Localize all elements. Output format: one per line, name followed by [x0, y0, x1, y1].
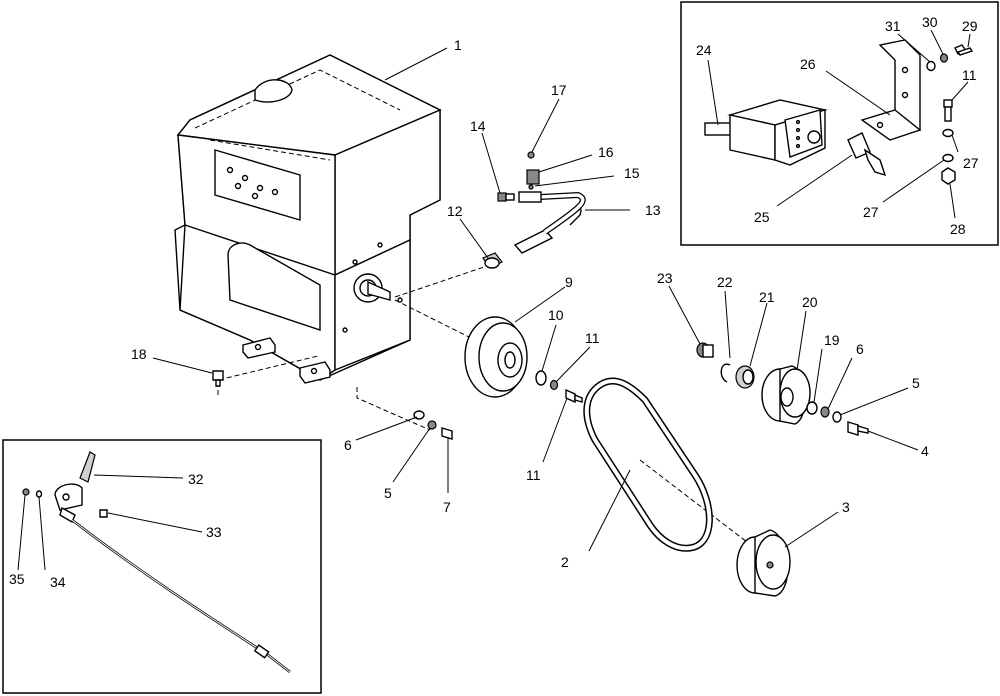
label-15: 15 — [624, 165, 640, 181]
lockwasher-5-left — [427, 420, 437, 430]
label-17: 17 — [551, 82, 567, 98]
bolt-18 — [212, 370, 224, 387]
label-6b: 6 — [856, 341, 864, 357]
label-28: 28 — [950, 221, 966, 237]
bolt-4 — [847, 421, 869, 436]
label-13: 13 — [645, 202, 661, 218]
label-6a: 6 — [344, 437, 352, 453]
inset-box-ignition — [680, 1, 999, 246]
cable-end — [253, 644, 270, 659]
nut-35 — [22, 488, 30, 496]
label-9: 9 — [565, 274, 573, 290]
washer-27-upper — [942, 128, 954, 138]
washer-31 — [926, 60, 936, 72]
label-10: 10 — [548, 307, 564, 323]
label-22: 22 — [717, 274, 733, 290]
label-11c: 11 — [962, 67, 977, 83]
label-21: 21 — [759, 289, 775, 305]
clutch-pulley-20 — [761, 365, 811, 425]
lockwasher-30 — [939, 53, 949, 63]
engine-pulley-9 — [464, 316, 528, 398]
washer-15 — [528, 184, 534, 190]
label-19: 19 — [824, 332, 840, 348]
fuel-fitting-14 — [497, 192, 515, 202]
v-belt-2 — [583, 377, 713, 552]
label-27a: 27 — [963, 155, 979, 171]
spacer-19 — [806, 401, 818, 415]
bolt-11-inset — [943, 99, 953, 122]
label-29: 29 — [962, 18, 978, 34]
washer-6-right — [820, 406, 830, 418]
label-20: 20 — [802, 294, 818, 310]
lockwasher-5-right — [832, 411, 842, 423]
bracket-26 — [860, 39, 922, 141]
throttle-control-32 — [54, 451, 96, 524]
label-25: 25 — [754, 209, 770, 225]
label-23: 23 — [657, 270, 673, 286]
bolt-11 — [565, 388, 583, 404]
label-5a: 5 — [384, 485, 392, 501]
bearing-21 — [735, 365, 755, 389]
screw-17 — [527, 151, 535, 159]
label-12: 12 — [447, 203, 463, 219]
label-32: 32 — [188, 471, 204, 487]
fuel-fitting-12 — [482, 252, 503, 269]
label-26: 26 — [800, 56, 816, 72]
bolt-7 — [441, 427, 453, 440]
label-30: 30 — [922, 14, 938, 30]
label-11b: 11 — [526, 467, 541, 483]
label-5b: 5 — [912, 375, 920, 391]
ignition-switch-24 — [704, 99, 828, 166]
driven-pulley-3 — [736, 529, 791, 597]
key-25 — [847, 132, 887, 177]
label-7: 7 — [443, 499, 451, 515]
label-3: 3 — [842, 499, 850, 515]
label-18: 18 — [131, 346, 147, 362]
bushing-23 — [696, 342, 714, 358]
callout-labels: 1 2 3 4 5 5 6 6 7 9 10 11 11 11 12 13 14… — [9, 14, 979, 590]
engine-assembly — [174, 54, 442, 384]
screw-33 — [99, 509, 108, 518]
label-1: 1 — [454, 37, 462, 53]
label-24: 24 — [696, 42, 712, 58]
washer-27-lower — [942, 153, 954, 163]
bolt-29 — [954, 44, 974, 56]
fuel-hose-13 — [513, 191, 586, 254]
label-27b: 27 — [863, 204, 879, 220]
label-11a: 11 — [585, 330, 600, 346]
nut-28 — [941, 167, 956, 185]
label-14: 14 — [470, 118, 486, 134]
washer-34 — [35, 490, 43, 498]
label-35: 35 — [9, 571, 25, 587]
label-2: 2 — [561, 554, 569, 570]
washer-10 — [535, 370, 547, 386]
leader-lines — [17, 29, 971, 571]
clamp-16 — [526, 169, 540, 185]
label-4: 4 — [921, 443, 929, 459]
lockwasher-11 — [549, 379, 559, 391]
label-31: 31 — [885, 18, 901, 34]
snap-ring-22 — [720, 363, 731, 383]
label-33: 33 — [206, 524, 222, 540]
inset-box-throttle — [2, 439, 322, 694]
label-16: 16 — [598, 144, 614, 160]
label-34: 34 — [50, 574, 66, 590]
